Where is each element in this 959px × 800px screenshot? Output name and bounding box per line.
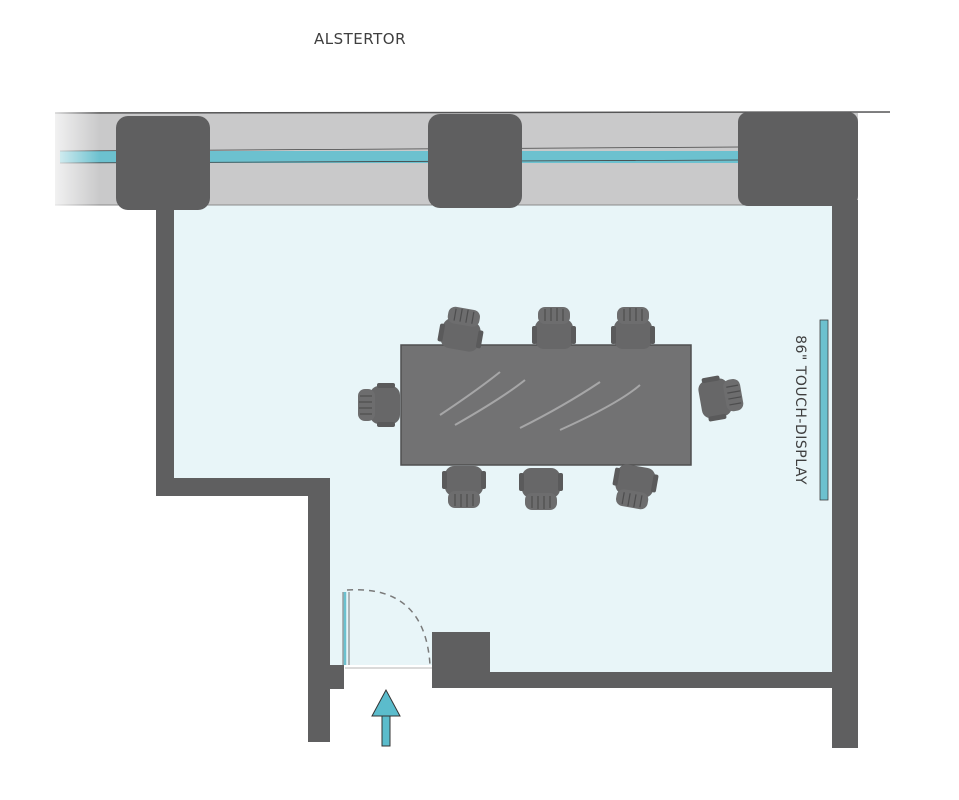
door xyxy=(342,589,432,669)
column xyxy=(116,116,210,210)
walls xyxy=(156,200,858,748)
column xyxy=(738,112,858,206)
up-arrow-icon xyxy=(371,688,401,747)
cabinet xyxy=(432,632,490,678)
conference-table xyxy=(400,344,692,466)
column xyxy=(428,114,522,208)
window-glass xyxy=(60,151,740,163)
office-chair-icon xyxy=(441,465,487,509)
office-chair-icon xyxy=(518,467,564,511)
street-label: ALSTERTOR xyxy=(314,30,407,48)
touch-display-label: 86" TOUCH-DISPLAY xyxy=(792,335,808,485)
office-chair-icon xyxy=(610,306,656,350)
touch-display xyxy=(819,319,829,501)
office-chair-icon xyxy=(357,382,401,428)
office-chair-icon xyxy=(531,306,577,350)
